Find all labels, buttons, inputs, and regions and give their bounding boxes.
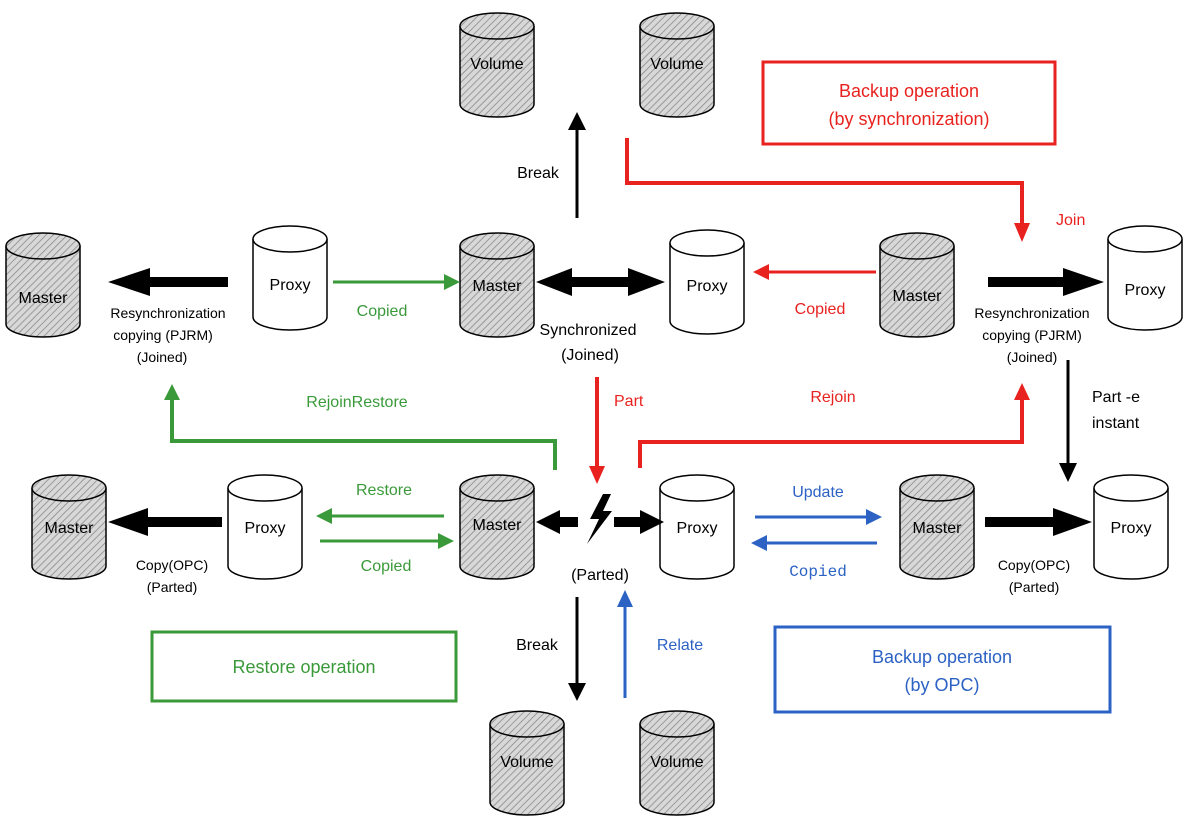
label-resync-left-line1: Resynchronization <box>110 305 225 321</box>
label-rejoin: Rejoin <box>810 389 855 406</box>
arrow-green-copied-bottom-head <box>438 533 454 549</box>
cylinder-master-row1-center <box>459 232 535 338</box>
proxy-row2-center-label: Proxy <box>677 520 718 537</box>
arrow-thick-right-row2-center <box>614 510 664 534</box>
arrow-red-rejoin-head <box>1014 383 1030 400</box>
volume-bottom-right-label: Volume <box>650 754 703 771</box>
label-copied-red-top: Copied <box>795 301 846 318</box>
cylinder-volume-top-right <box>639 12 715 118</box>
master-row2-left-label: Master <box>45 520 95 537</box>
label-resync-right-line1: Resynchronization <box>974 305 1089 321</box>
arrow-part-e-head <box>1059 463 1077 482</box>
master-row2-right-label: Master <box>913 520 963 537</box>
label-synchronized-line1: Synchronized <box>540 322 637 339</box>
label-rejoin-restore: RejoinRestore <box>306 394 407 411</box>
box-backup-sync: Backup operation (by synchronization) <box>761 60 1057 146</box>
box-backup-opc-line1: Backup operation <box>872 647 1012 667</box>
label-resync-left-line3: (Joined) <box>137 349 188 365</box>
label-copy-opc-right-line2: (Parted) <box>1009 579 1060 595</box>
arrow-green-rejoin-restore-path <box>170 398 557 470</box>
master-row1-right-label: Master <box>893 288 943 305</box>
arrow-green-restore-head <box>316 508 332 524</box>
arrow-thick-double-row1-center <box>536 268 665 296</box>
arrow-thick-left-row2-center <box>536 510 578 534</box>
arrow-green-rejoin-restore-head <box>164 384 180 400</box>
master-row1-center-label: Master <box>473 278 523 295</box>
volume-bottom-left-label: Volume <box>500 754 553 771</box>
cylinder-volume-top-left <box>459 12 535 118</box>
cylinder-master-row1-left <box>5 232 81 338</box>
box-backup-sync-line1: Backup operation <box>839 81 979 101</box>
cylinder-volume-bottom-right <box>639 710 715 816</box>
label-update: Update <box>792 484 844 501</box>
arrow-green-copied-top-head <box>444 274 460 290</box>
cylinder-master-row1-right <box>879 232 955 338</box>
label-parted: (Parted) <box>571 567 629 584</box>
label-relate: Relate <box>657 637 703 654</box>
label-join: Join <box>1056 212 1085 229</box>
proxy-row1-left-label: Proxy <box>270 277 311 294</box>
box-restore-label: Restore operation <box>232 657 375 677</box>
arrow-thick-left-row1 <box>108 268 228 296</box>
label-copy-opc-left-line2: (Parted) <box>147 579 198 595</box>
cylinder-master-row2-right <box>899 474 975 580</box>
arrow-thick-right-row2-right <box>985 508 1092 536</box>
master-row2-center-label: Master <box>473 517 523 534</box>
arrow-break-bottom-head <box>568 683 586 701</box>
proxy-row1-center-label: Proxy <box>687 278 728 295</box>
arrow-blue-copied-head <box>751 535 767 551</box>
arrow-red-copied-head <box>753 264 769 280</box>
label-part-e-line1: Part -e <box>1092 389 1140 406</box>
label-resync-left-line2: copying (PJRM) <box>113 327 213 343</box>
arrow-red-join-path <box>625 138 1024 225</box>
volume-top-right-label: Volume <box>650 56 703 73</box>
arrow-red-part-head <box>589 466 605 484</box>
arrow-blue-update-head <box>866 509 882 525</box>
arrow-thick-right-row1 <box>988 268 1104 296</box>
lightning-bolt-icon <box>587 494 612 544</box>
cylinder-proxy-row1-right <box>1107 225 1183 331</box>
arrow-red-rejoin-path <box>638 398 1024 468</box>
volume-top-left-label: Volume <box>470 56 523 73</box>
arrow-blue-relate-head <box>617 590 633 607</box>
label-resync-right-line2: copying (PJRM) <box>982 327 1082 343</box>
master-row1-left-label: Master <box>19 290 69 307</box>
label-copy-opc-left-line1: Copy(OPC) <box>136 557 208 573</box>
label-copied-green-bottom: Copied <box>361 558 412 575</box>
proxy-row2-left-label: Proxy <box>245 520 286 537</box>
cylinder-master-row2-center <box>459 474 535 580</box>
label-restore: Restore <box>356 482 412 499</box>
label-part-e-line2: instant <box>1092 415 1140 432</box>
proxy-row2-right-label: Proxy <box>1111 520 1152 537</box>
label-copied-blue: Copied <box>789 563 847 581</box>
box-backup-opc: Backup operation (by OPC) <box>773 625 1112 714</box>
box-backup-sync-line2: (by synchronization) <box>828 109 989 129</box>
proxy-row1-right-label: Proxy <box>1125 282 1166 299</box>
cylinder-volume-bottom-left <box>489 710 565 816</box>
cylinder-proxy-row2-center <box>659 474 735 580</box>
label-copied-green-top: Copied <box>357 303 408 320</box>
label-resync-right-line3: (Joined) <box>1007 349 1058 365</box>
label-break-top: Break <box>517 165 560 182</box>
label-part: Part <box>614 393 644 410</box>
box-restore: Restore operation <box>150 630 458 703</box>
cylinder-proxy-row1-left <box>252 225 328 331</box>
arrow-red-join-head <box>1014 223 1030 242</box>
arrow-thick-left-row2 <box>108 508 222 536</box>
cylinder-proxy-row2-left <box>227 474 303 580</box>
box-backup-opc-line2: (by OPC) <box>904 675 979 695</box>
label-synchronized-line2: (Joined) <box>561 347 619 364</box>
cylinder-master-row2-left <box>31 474 107 580</box>
arrow-break-top-head <box>568 112 586 130</box>
cylinder-proxy-row2-right <box>1093 474 1169 580</box>
label-copy-opc-right-line1: Copy(OPC) <box>998 557 1070 573</box>
cylinder-proxy-row1-center <box>669 229 745 335</box>
label-break-bottom: Break <box>516 637 559 654</box>
